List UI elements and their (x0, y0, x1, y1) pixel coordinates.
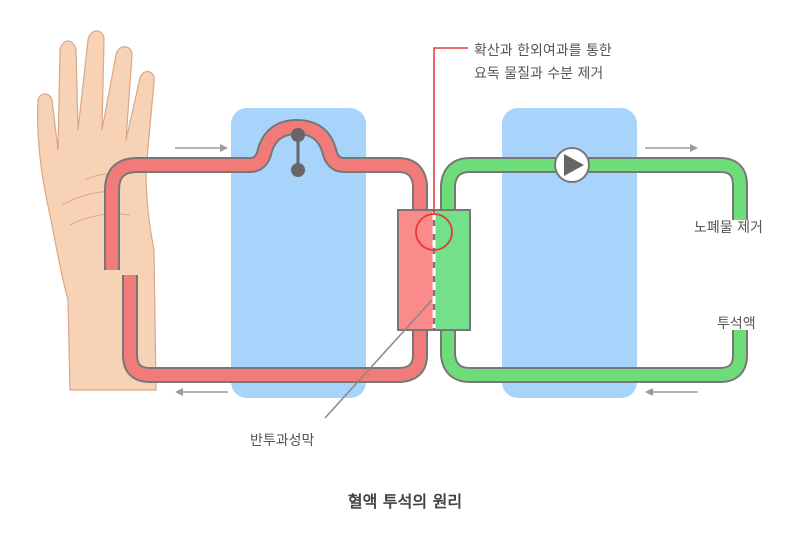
membrane-leader (324, 299, 433, 419)
clamp-icon (291, 128, 305, 177)
blood-circuit (104, 118, 428, 383)
dialyzer (397, 209, 471, 331)
right-panel (502, 108, 637, 398)
membrane-label: 반투과성막 (250, 433, 315, 449)
arrow-left-icon (175, 388, 228, 396)
left-panel (231, 108, 366, 398)
dialysate-circuit (440, 157, 748, 383)
dialysate-label: 투석액 (717, 316, 756, 332)
waste-removal-label: 노폐물 제거 (694, 220, 763, 236)
caption: 혈액 투석의 원리 (348, 492, 462, 511)
annotation-leader (433, 47, 468, 214)
hand-icon (37, 30, 157, 391)
arrow-right-icon (645, 144, 698, 152)
annotation-line2: 요독 물질과 수분 제거 (474, 66, 603, 82)
arrow-right-icon (175, 144, 228, 152)
arrow-left-icon (645, 388, 698, 396)
annotation-line1: 확산과 한외여과를 통한 (474, 43, 612, 59)
pump-icon (554, 147, 590, 183)
